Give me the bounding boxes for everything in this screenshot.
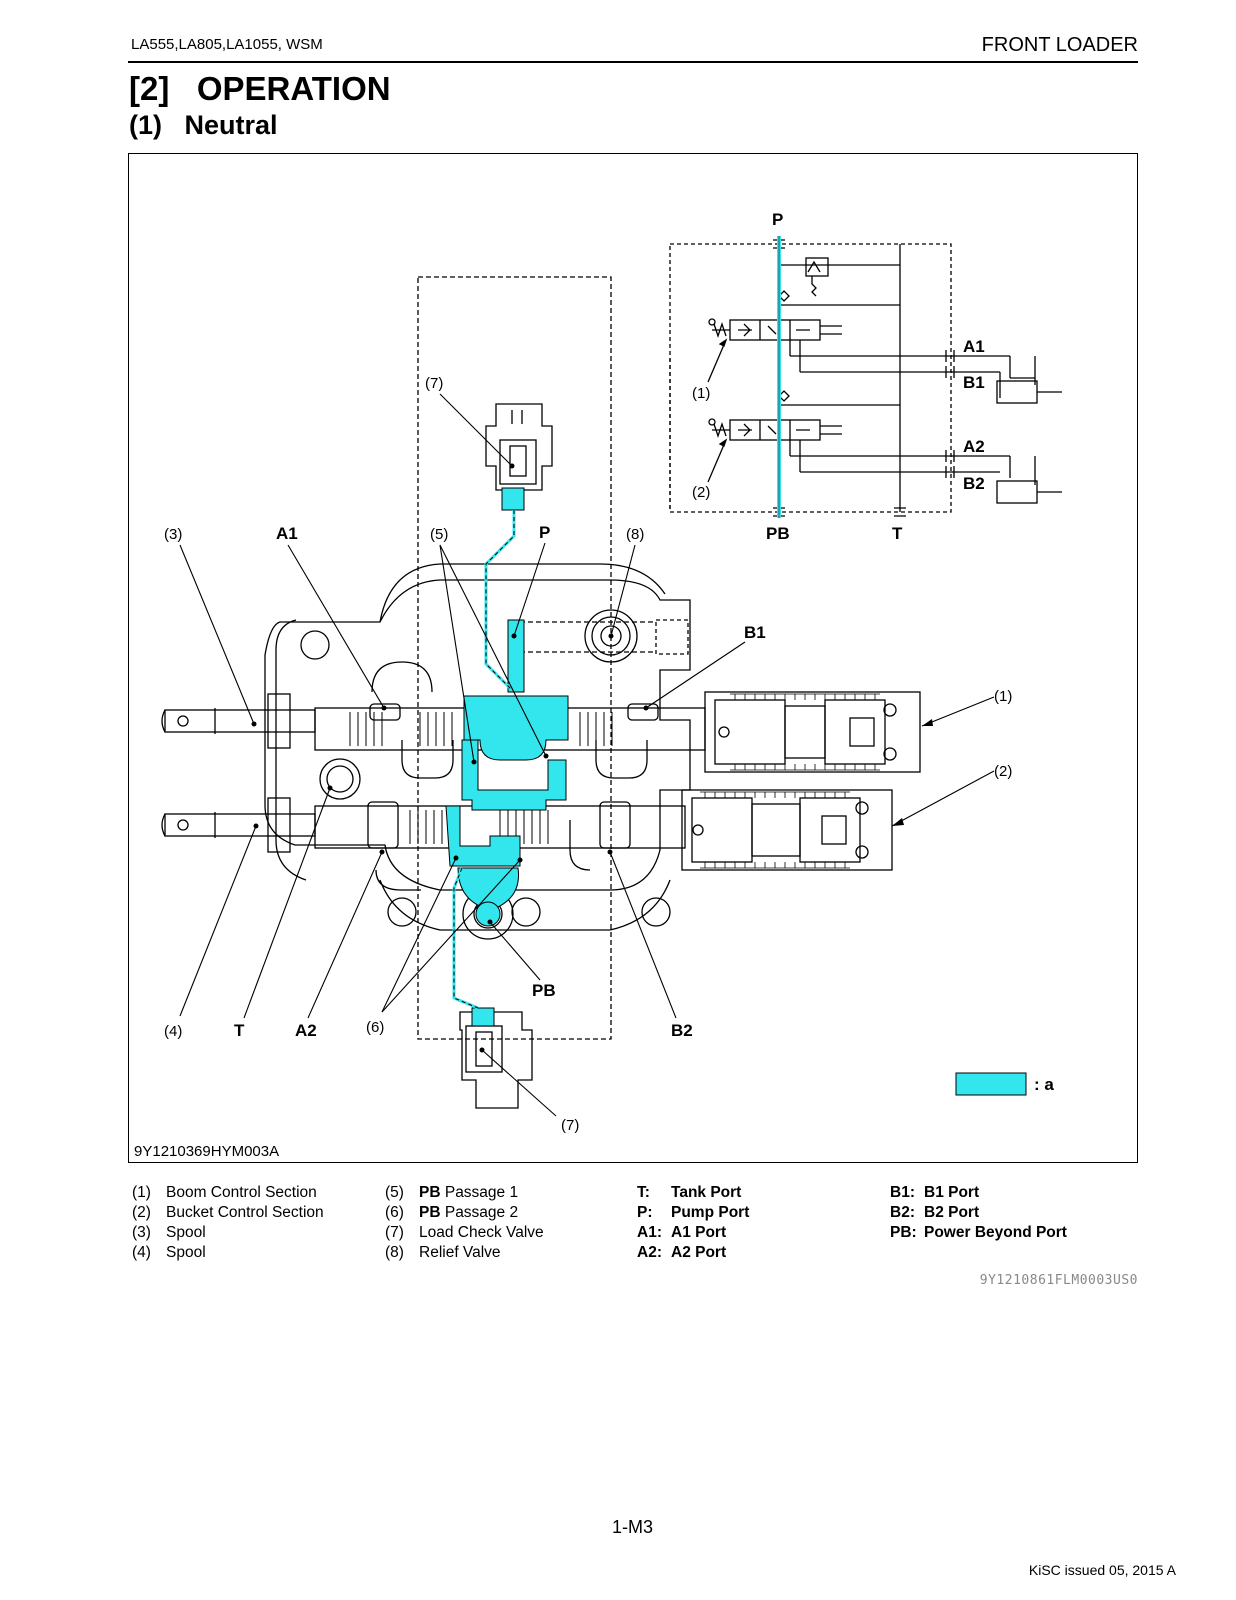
section-title: [2] OPERATION <box>129 70 391 107</box>
legend-item: (7)Load Check Valve <box>385 1224 544 1241</box>
legend-item: (5)PB Passage 1 <box>385 1184 519 1201</box>
label-pb: PB <box>532 981 556 1000</box>
figure-code: 9Y1210369HYM003A <box>134 1143 280 1160</box>
legend-item: (2)Bucket Control Section <box>132 1204 324 1221</box>
legend-item: (3)Spool <box>132 1224 206 1241</box>
load-check-valve-top <box>485 403 553 491</box>
load-check-valve-bottom <box>459 1011 533 1109</box>
label-t: T <box>234 1021 245 1040</box>
label-8: (8) <box>626 526 644 543</box>
legend-item: PB:Power Beyond Port <box>890 1224 1067 1241</box>
header-models: LA555,LA805,LA1055, WSM <box>131 36 323 53</box>
highlight-label: : a <box>1034 1075 1054 1094</box>
label-7-top: (7) <box>425 375 443 392</box>
legend-item: (4)Spool <box>132 1244 206 1261</box>
hydraulic-schematic <box>669 239 1062 517</box>
label-b2-schematic: B2 <box>963 474 985 493</box>
label-a2-schematic: A2 <box>963 437 985 456</box>
leader-dots <box>251 463 649 1053</box>
label-3: (3) <box>164 526 182 543</box>
label-b1: B1 <box>744 623 766 642</box>
legend-item: (6)PB Passage 2 <box>385 1204 519 1221</box>
legend-item: B1:B1 Port <box>890 1184 980 1201</box>
label-1-schematic: (1) <box>692 385 710 402</box>
label-a2: A2 <box>295 1021 317 1040</box>
legend-col-2: (5)PB Passage 1 (6)PB Passage 2 (7)Load … <box>385 1183 544 1263</box>
label-p-schematic: P <box>772 210 783 229</box>
legend-col-1: (1)Boom Control Section (2)Bucket Contro… <box>132 1183 324 1263</box>
label-t-schematic: T <box>892 524 903 543</box>
header-section: FRONT LOADER <box>981 34 1138 56</box>
legend-item: B2:B2 Port <box>890 1204 980 1221</box>
label-2-schematic: (2) <box>692 484 710 501</box>
issued-note: KiSC issued 05, 2015 A <box>1028 1562 1176 1578</box>
page-number: 1-M3 <box>612 1517 654 1537</box>
pressurised-oil-areas <box>445 487 569 1027</box>
label-pb-schematic: PB <box>766 524 790 543</box>
label-b1-schematic: B1 <box>963 373 985 392</box>
legend-item: (1)Boom Control Section <box>132 1184 317 1201</box>
label-5: (5) <box>430 526 448 543</box>
highlight-swatch <box>955 1072 1027 1096</box>
legend-item: A2:A2 Port <box>637 1244 727 1261</box>
label-1: (1) <box>994 688 1012 705</box>
upper-spool <box>161 691 921 773</box>
legend-item: T:Tank Port <box>637 1184 742 1201</box>
figure-frame <box>128 153 1138 1163</box>
label-2: (2) <box>994 763 1012 780</box>
leader-lines <box>179 393 995 1117</box>
label-b2: B2 <box>671 1021 693 1040</box>
label-p: P <box>539 523 550 542</box>
legend-col-4: B1:B1 Port B2:B2 Port PB:Power Beyond Po… <box>890 1183 1067 1243</box>
label-4: (4) <box>164 1023 182 1040</box>
legend-item: (8)Relief Valve <box>385 1244 501 1261</box>
label-a1-schematic: A1 <box>963 337 985 356</box>
label-a1: A1 <box>276 524 298 543</box>
document-code: 9Y1210861FLM0003US0 <box>979 1273 1138 1288</box>
header-rule <box>128 61 1138 63</box>
legend-item: P:Pump Port <box>637 1204 750 1221</box>
subsection-title: (1) Neutral <box>129 110 278 140</box>
legend-item: A1:A1 Port <box>637 1224 727 1241</box>
label-7-bottom: (7) <box>561 1117 579 1134</box>
valve-body-outline <box>264 276 691 1040</box>
leader-arrowheads <box>892 719 933 826</box>
label-6: (6) <box>366 1019 384 1036</box>
legend-col-3: T:Tank Port P:Pump Port A1:A1 Port A2:A2… <box>637 1183 749 1263</box>
